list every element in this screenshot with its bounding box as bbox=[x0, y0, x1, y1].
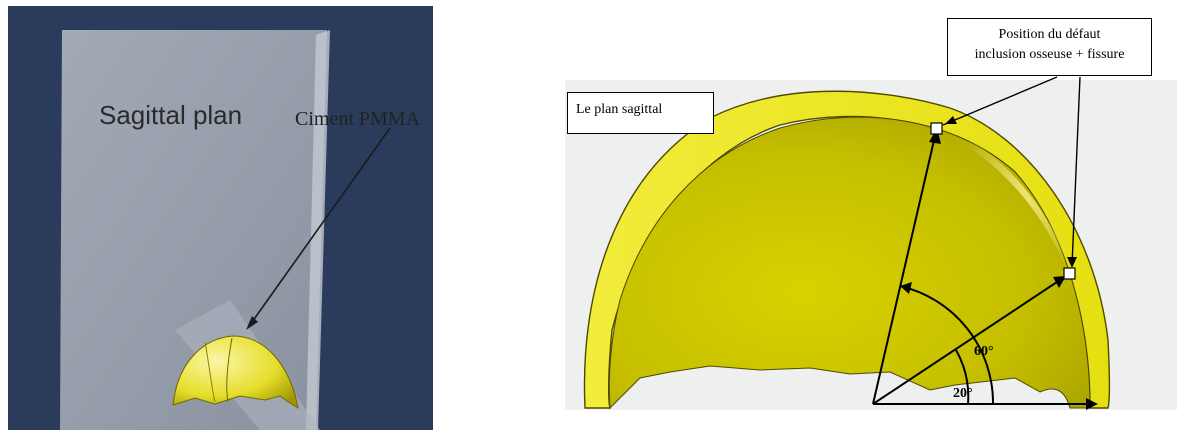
angle-arc-20 bbox=[955, 349, 970, 405]
cup-seam bbox=[226, 337, 233, 403]
shell-highlight bbox=[880, 112, 1085, 330]
defect-leader-top bbox=[942, 76, 1058, 126]
cement-arrow-head bbox=[246, 316, 258, 330]
angle-arc-60-head bbox=[900, 282, 912, 294]
defect-leader-side bbox=[1071, 76, 1081, 267]
cement-arrow bbox=[251, 127, 391, 323]
sagittal-plan-label: Sagittal plan bbox=[99, 100, 243, 130]
defect-leader-side-head bbox=[1067, 257, 1077, 268]
angle-arc-60 bbox=[899, 285, 995, 405]
defect-label-line1: Position du défaut bbox=[998, 27, 1101, 42]
vector-top bbox=[872, 135, 936, 405]
right-figure-panel: Le plan sagittal Position du défaut incl… bbox=[560, 0, 1182, 430]
right-figure-svg bbox=[565, 76, 1177, 410]
angle-20-label: 20° bbox=[953, 386, 973, 401]
plan-sagittal-box: Le plan sagittal bbox=[567, 92, 714, 134]
angle-60-label: 60° bbox=[974, 344, 994, 359]
left-figure-panel: Sagittal plan Ciment PMMA bbox=[0, 0, 435, 430]
defect-marker-top bbox=[930, 122, 943, 135]
defect-position-box: Position du défaut inclusion osseuse + f… bbox=[947, 18, 1152, 76]
left-figure-svg bbox=[8, 6, 433, 430]
defect-leader-top-head bbox=[945, 116, 957, 124]
cement-pmma-label: Ciment PMMA bbox=[295, 108, 421, 130]
vector-right-head bbox=[1053, 276, 1066, 288]
cup-seam bbox=[204, 341, 216, 403]
cement-cup-small bbox=[172, 335, 299, 410]
vector-right bbox=[872, 279, 1061, 405]
vector-base-head bbox=[1086, 398, 1098, 410]
sagittal-plane bbox=[60, 30, 327, 430]
defect-label-line2: inclusion osseuse + fissure bbox=[974, 47, 1125, 62]
defect-marker-side bbox=[1063, 267, 1076, 280]
